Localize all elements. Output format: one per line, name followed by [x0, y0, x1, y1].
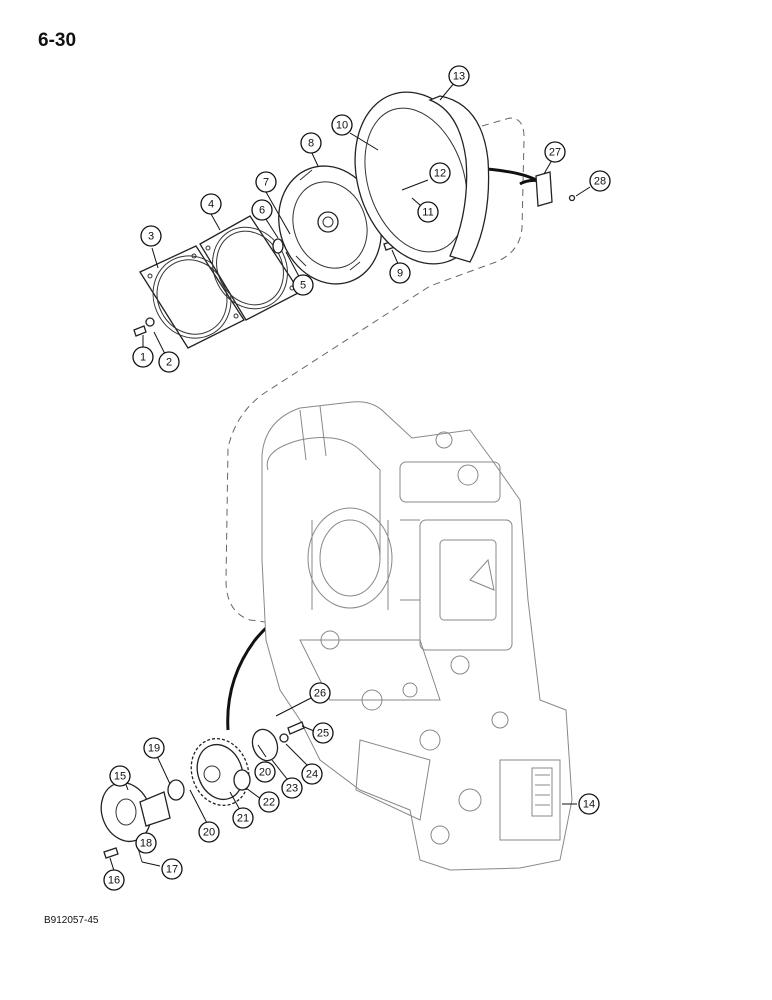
callout-26: 26: [309, 682, 331, 704]
callout-16: 16: [103, 869, 125, 891]
callout-label: 24: [306, 769, 318, 781]
callout-label: 15: [114, 771, 126, 783]
callout-21: 21: [232, 807, 254, 829]
callout-label: 6: [259, 205, 265, 217]
bolt-25: [287, 721, 305, 735]
callout-label: 12: [434, 168, 446, 180]
callout-24: 24: [301, 763, 323, 785]
torque-converter-8: [278, 165, 382, 285]
callout-label: 28: [594, 176, 606, 188]
callout-label: 27: [549, 147, 561, 159]
callout-label: 26: [314, 688, 326, 700]
callout-1: 1: [132, 346, 154, 368]
callout-5: 5: [292, 274, 314, 296]
screw-28: [568, 194, 576, 202]
bolt-1: [133, 317, 155, 337]
callout-23: 23: [281, 777, 303, 799]
callout-label: 1: [140, 352, 146, 364]
callout-11: 11: [417, 201, 439, 223]
callout-20: 20: [254, 761, 276, 783]
callout-17: 17: [161, 858, 183, 880]
callout-label: 5: [300, 280, 306, 292]
pump-body-15: [100, 781, 171, 843]
bolt-16: [103, 847, 119, 859]
callout-4: 4: [200, 193, 222, 215]
tag-27: [535, 171, 553, 207]
callout-label: 21: [237, 813, 249, 825]
callout-label: 22: [263, 797, 275, 809]
cover-23: [251, 728, 279, 762]
callout-3: 3: [140, 225, 162, 247]
callout-label: 7: [263, 177, 269, 189]
callout-10: 10: [331, 114, 353, 136]
callout-label: 23: [286, 783, 298, 795]
callout-28: 28: [589, 170, 611, 192]
callout-label: 10: [336, 120, 348, 132]
oring-19: [167, 779, 185, 801]
callout-label: 14: [583, 799, 595, 811]
callout-25: 25: [312, 722, 334, 744]
page-number: 6-30: [38, 30, 77, 51]
phantom-outline-upper: [225, 117, 525, 629]
callout-15: 15: [109, 765, 131, 787]
housing-13: [354, 91, 490, 265]
callout-label: 25: [317, 728, 329, 740]
washer-24: [279, 733, 289, 743]
callout-label: 17: [166, 864, 178, 876]
callout-label: 16: [108, 875, 120, 887]
callout-label: 11: [422, 207, 433, 219]
callout-19: 19: [143, 737, 165, 759]
transmission-housing: [261, 401, 573, 871]
callout-9: 9: [389, 262, 411, 284]
callout-12: 12: [429, 162, 451, 184]
gear-21: [190, 737, 250, 807]
callout-18: 18: [135, 832, 157, 854]
callout-2: 2: [158, 351, 180, 373]
callout-label: 2: [166, 357, 172, 369]
callout-27: 27: [544, 141, 566, 163]
callout-14: 14: [578, 793, 600, 815]
callout-label: 3: [148, 231, 154, 243]
callout-label: 13: [453, 71, 465, 83]
callout-label: 19: [148, 743, 160, 755]
callout-label: 9: [397, 268, 403, 280]
figure-code: B912057-45: [44, 915, 99, 926]
callout-6: 6: [251, 199, 273, 221]
callout-label: 4: [208, 199, 214, 211]
callout-22: 22: [258, 791, 280, 813]
callout-20: 20: [198, 821, 220, 843]
callout-8: 8: [300, 132, 322, 154]
callout-7: 7: [255, 171, 277, 193]
seal-22: [233, 769, 251, 791]
callout-label: 18: [140, 838, 152, 850]
callout-label: 20: [203, 827, 215, 839]
callout-label: 8: [308, 138, 314, 150]
callout-13: 13: [448, 65, 470, 87]
callout-label: 20: [259, 767, 271, 779]
